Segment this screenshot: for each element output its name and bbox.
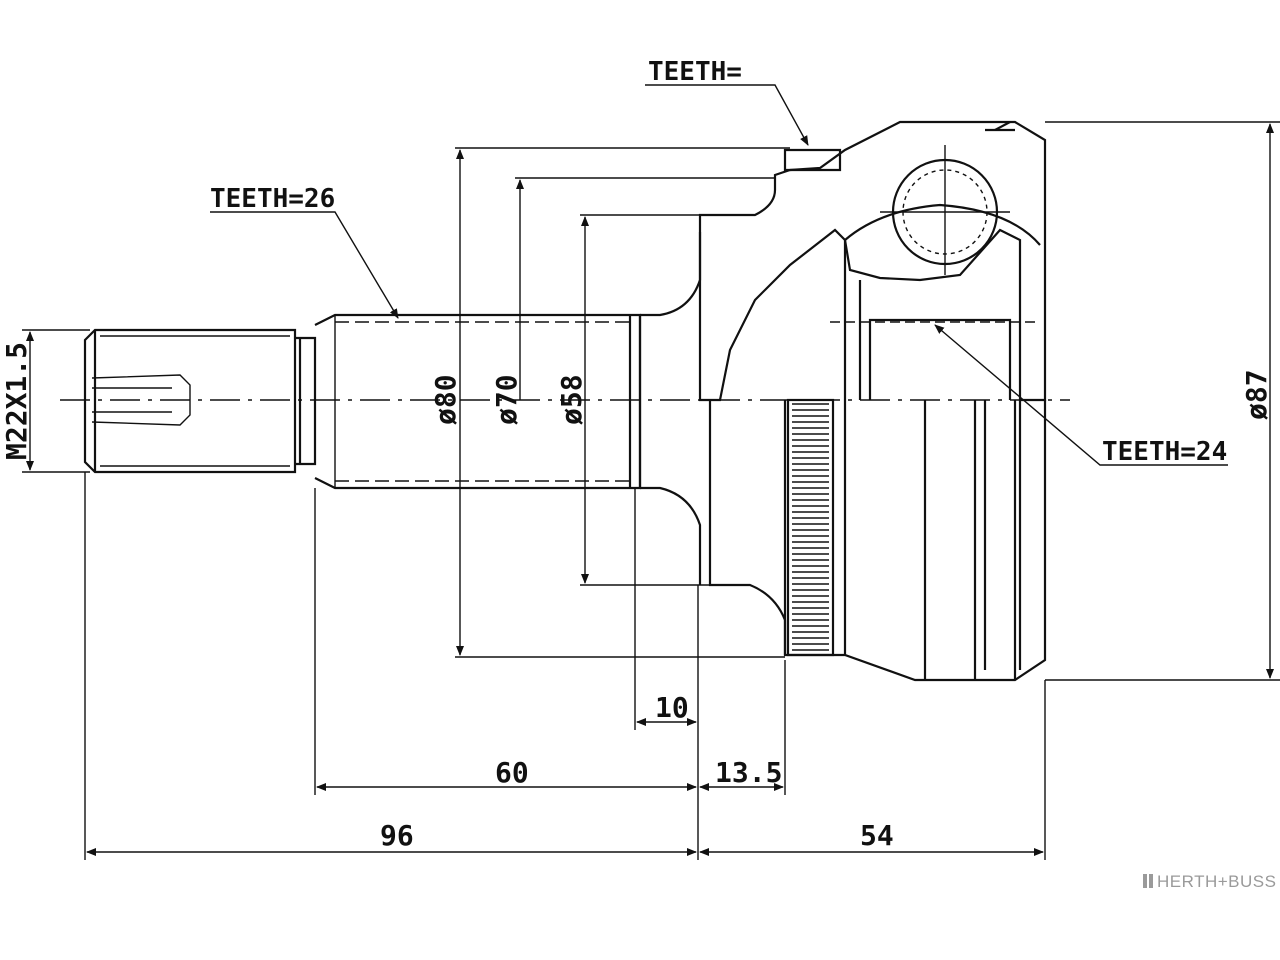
length-96-label: 96 (380, 819, 414, 852)
length-10-label: 10 (655, 691, 689, 724)
brand-mark-icon (1143, 874, 1153, 888)
length-13-5-label: 13.5 (715, 756, 782, 789)
housing-lower-view (708, 400, 1047, 682)
diameter-87-label: ø87 (1240, 369, 1273, 420)
diameter-80-label: ø80 (429, 374, 462, 425)
length-54-label: 54 (860, 819, 894, 852)
thread-size-label: M22X1.5 (0, 342, 33, 460)
dimension-lines (26, 123, 1274, 856)
teeth-24-label: TEETH=24 (1102, 437, 1227, 467)
diameter-70-label: ø70 (490, 374, 523, 425)
leader-lines (210, 84, 1228, 466)
diameter-58-label: ø58 (555, 374, 588, 425)
brand-name: HERTH+BUSS (1157, 872, 1276, 891)
teeth-26-label: TEETH=26 (210, 184, 335, 214)
stub-shaft (83, 232, 702, 585)
outer-housing (698, 120, 1047, 402)
brand-logo: HERTH+BUSS (1143, 872, 1276, 891)
extension-lines (22, 121, 1280, 860)
abs-ring (786, 398, 835, 657)
length-60-label: 60 (495, 756, 529, 789)
teeth-top-label: TEETH= (648, 57, 742, 87)
